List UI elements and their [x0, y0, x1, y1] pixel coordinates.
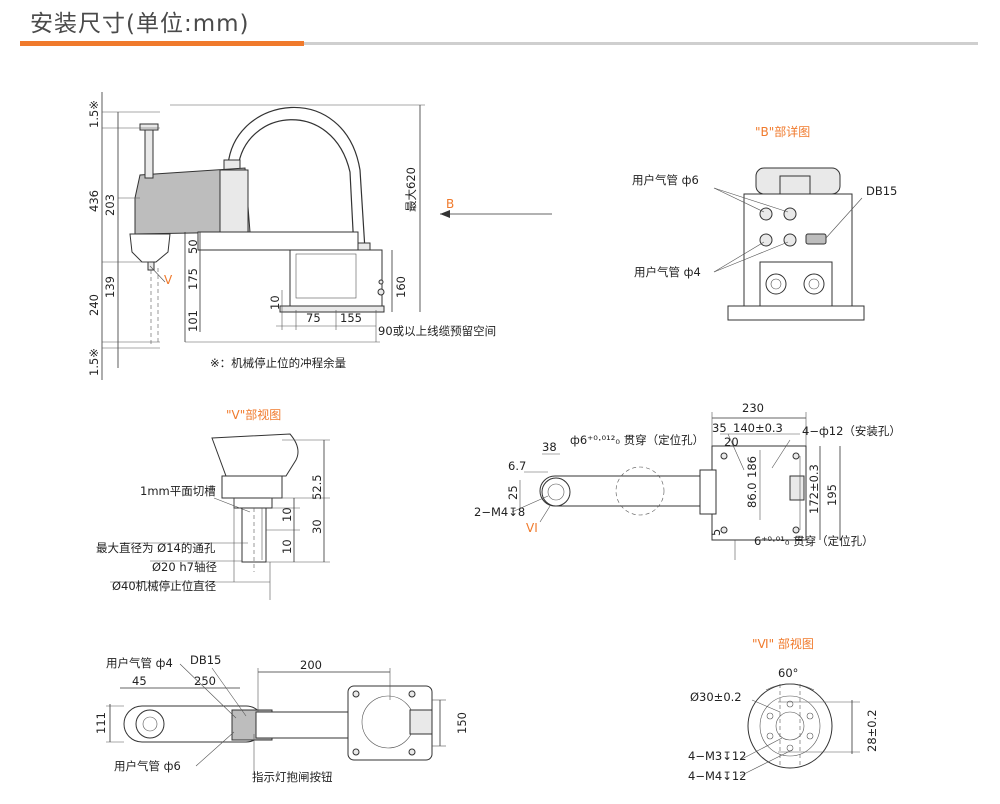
dim-top-2: 140±0.3 — [733, 421, 783, 435]
v-shaft-dia: Ø20 h7轴径 — [152, 560, 217, 574]
dim-side-5: 175 — [186, 268, 200, 290]
air-port-6-b — [783, 207, 797, 221]
detail-v-caption: "V"部视图 — [226, 407, 281, 422]
dim-bottom-0: 200 — [300, 658, 322, 672]
v-max-bore: 最大直径为 Ø14的通孔 — [96, 541, 216, 555]
v-stop-dia: Ø40机械停止位直径 — [112, 579, 216, 593]
detail-vi-caption: "Ⅵ" 部视图 — [752, 636, 814, 651]
air-port-6-a — [759, 207, 773, 221]
b-air-4-label: 用户气管 ф4 — [634, 265, 701, 279]
dim-top-3: 20 — [724, 435, 739, 449]
air-port-4-b — [783, 233, 797, 247]
detail-vi-tag: VI — [526, 521, 538, 535]
detail-b-caption: "B"部详图 — [755, 124, 810, 139]
top-view: 230 35 140±0.3 20 38 6.7 25 86.0 186 172… — [474, 401, 901, 560]
footnote: ※：机械停止位的冲程余量 — [210, 356, 346, 370]
vi-dia: Ø30±0.2 — [690, 690, 742, 704]
dim-top-6: 25 — [506, 485, 520, 500]
side-view: 1.5※ 436 203 240 139 175 50 101 10 75 15… — [87, 92, 552, 380]
vi-width: 28±0.2 — [865, 709, 879, 752]
dim-v-2: 30 — [310, 519, 324, 534]
cable-note: 90或以上线缆预留空间 — [378, 324, 496, 338]
dim-v-0: 52.5 — [310, 474, 324, 500]
vi-m4: 4−M4↧12 — [688, 769, 746, 783]
arrow-b-label: B — [446, 197, 454, 211]
dim-side-13: 1.5※ — [87, 348, 101, 376]
air-port-4-a — [759, 233, 773, 247]
top-flange — [541, 477, 571, 507]
vi-m3: 4−M3↧12 — [688, 749, 746, 763]
dim-side-8: 10 — [268, 295, 282, 310]
dim-bottom-4: 150 — [455, 712, 469, 734]
db15-connector — [805, 233, 827, 245]
b-air-6-label: 用户气管 ф6 — [632, 173, 699, 187]
dim-side-12: 最大620 — [404, 167, 418, 212]
bottom-air-4-label: 用户气管 ф4 — [106, 656, 173, 670]
dim-side-7: 101 — [186, 310, 200, 332]
bottom-view: 200 45 250 111 150 用户气管 ф4 DB15 用户气管 ф6 … — [94, 653, 469, 784]
detail-b-view: "B"部详图 用户气管 ф6 用户气管 ф4 DB15 — [632, 124, 897, 321]
dim-top-7: 86.0 — [745, 482, 759, 508]
dim-top-0: 230 — [742, 401, 764, 415]
dim-side-6: 50 — [186, 239, 200, 254]
top-pin-hole-top: ф6⁺⁰·⁰¹²₀ 贯穿（定位孔） — [570, 433, 704, 447]
vi-flange — [747, 683, 833, 769]
detail-vi-view: "Ⅵ" 部视图 60° Ø30±0.2 28±0.2 4−M3↧12 4−M4↧… — [688, 636, 879, 783]
dim-side-10: 155 — [340, 311, 362, 325]
top-mount-holes: 4−ф12（安装孔） — [802, 424, 901, 438]
lower-arm — [197, 231, 359, 251]
header-rule — [20, 42, 978, 45]
tool-flange — [129, 233, 171, 263]
brake-button-label: 指示灯抱闸按钮 — [252, 770, 333, 784]
detail-v-view: "V"部视图 52.5 10 30 10 1mm平面切槽 最大直径为 Ø14的通… — [96, 407, 330, 600]
top-tapped: 2−M4↧8 — [474, 505, 525, 519]
bottom-air-6-label: 用户气管 ф6 — [114, 759, 181, 773]
dim-side-1: 436 — [87, 190, 101, 212]
v-flat-groove: 1mm平面切槽 — [140, 484, 216, 498]
header-accent-rule — [20, 41, 304, 46]
dim-top-11: 5 — [709, 529, 723, 536]
dim-side-9: 75 — [306, 311, 321, 325]
top-pin-hole-bottom: 6⁺⁰·⁰¹₀ 贯穿（定位孔） — [754, 534, 874, 548]
dim-bottom-3: 111 — [94, 712, 108, 734]
dim-side-0: 1.5※ — [87, 100, 101, 128]
dim-top-1: 35 — [712, 421, 727, 435]
dim-top-10: 195 — [825, 484, 839, 506]
base — [289, 249, 383, 311]
section-header: 安装尺寸(单位:mm) — [0, 0, 1000, 48]
dim-top-9: 172±0.3 — [807, 464, 821, 514]
b-db15-label: DB15 — [866, 184, 897, 198]
vi-angle: 60° — [778, 666, 798, 680]
page-title: 安装尺寸(单位:mm) — [30, 11, 250, 37]
dim-bottom-1: 45 — [132, 674, 147, 688]
dim-side-11: 160 — [394, 276, 408, 298]
dim-side-4: 139 — [103, 276, 117, 298]
dim-top-8: 186 — [745, 456, 759, 478]
dim-side-2: 203 — [103, 194, 117, 216]
dim-v-1: 10 — [280, 507, 294, 522]
detail-v-tag: V — [164, 273, 173, 287]
dim-side-3: 240 — [87, 294, 101, 316]
bottom-db15-label: DB15 — [190, 653, 221, 667]
dim-bottom-2: 250 — [194, 674, 216, 688]
dim-top-5: 6.7 — [508, 459, 526, 473]
shaft — [144, 127, 154, 179]
dim-v-3: 10 — [280, 539, 294, 554]
dim-top-4: 38 — [542, 440, 557, 454]
